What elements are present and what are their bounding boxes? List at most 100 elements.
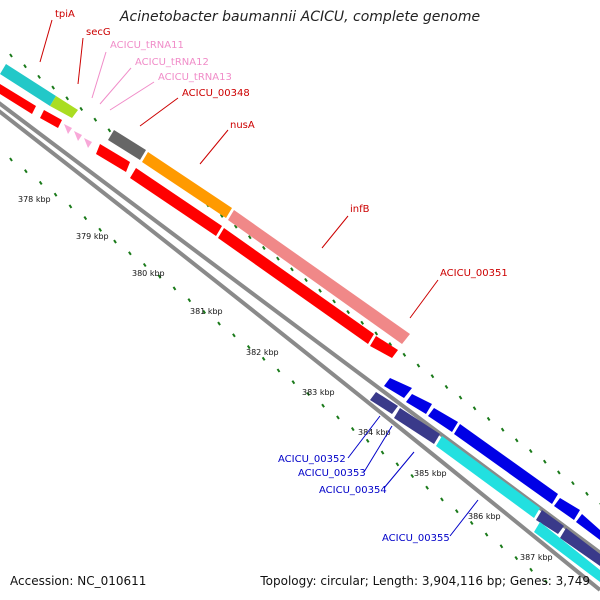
outer-tick xyxy=(51,85,55,90)
nusa-feature xyxy=(142,152,232,218)
inner-tick xyxy=(172,286,177,291)
outer-tick xyxy=(388,342,393,347)
trna-feature xyxy=(64,124,72,134)
inner-tick xyxy=(232,333,236,338)
inner-tick xyxy=(321,403,325,408)
inner-tick xyxy=(484,532,489,537)
inner-tick xyxy=(246,345,251,350)
gene-leader-line xyxy=(199,129,229,165)
inner-tick xyxy=(83,216,88,221)
inner-tick xyxy=(113,239,117,244)
cds-feature xyxy=(576,514,600,540)
acicu-00352-feature xyxy=(370,392,398,414)
inner-tick xyxy=(142,262,147,268)
outer-tick xyxy=(486,416,491,422)
outer-tick xyxy=(472,406,477,411)
inner-tick xyxy=(410,473,415,479)
outer-tick xyxy=(65,96,70,101)
inner-tick xyxy=(38,180,43,185)
inner-tick xyxy=(455,509,459,514)
gene-leader-line xyxy=(99,67,132,105)
gene-label: ACICU_tRNA12 xyxy=(135,57,209,68)
acicu-00354-feature xyxy=(436,436,540,518)
outer-tick xyxy=(346,310,350,315)
scale-label: 387 kbp xyxy=(520,553,553,562)
gene-label: infB xyxy=(350,204,370,215)
outer-tick xyxy=(374,331,379,336)
inner-tick xyxy=(380,450,385,455)
inner-tick xyxy=(529,567,533,572)
outer-tick xyxy=(304,277,308,283)
outer-tick xyxy=(37,74,41,79)
genome-summary: Topology: circular; Length: 3,904,116 bp… xyxy=(260,574,590,588)
cds-feature xyxy=(96,144,130,172)
inner-tick xyxy=(336,415,340,420)
inner-tick xyxy=(98,227,102,232)
inner-tick xyxy=(306,391,311,396)
outer-tick xyxy=(9,53,13,58)
outer-tick xyxy=(458,395,463,400)
label-group: tpiAsecGACICU_tRNA11ACICU_tRNA12ACICU_tR… xyxy=(39,9,508,544)
inner-tick xyxy=(128,251,132,256)
map-title: Acinetobacter baumannii ACICU, complete … xyxy=(119,9,481,25)
inner-tick xyxy=(544,579,548,584)
inner-tick xyxy=(202,309,207,314)
cds-feature xyxy=(554,498,580,520)
scale-label: 385 kbp xyxy=(414,469,447,478)
outer-tick xyxy=(528,448,533,454)
inner-tick xyxy=(440,497,444,502)
inner-tick xyxy=(24,169,28,174)
inner-tick xyxy=(68,204,73,209)
inner-tick xyxy=(425,485,429,490)
acicu-00355-feature xyxy=(560,528,600,566)
outer-tick xyxy=(93,117,98,122)
cds-feature xyxy=(428,408,458,432)
gene-leader-line xyxy=(109,81,155,111)
trna-feature xyxy=(84,138,92,148)
tick-group xyxy=(9,53,600,584)
gene-label: ACICU_00353 xyxy=(298,468,366,479)
outer-tick xyxy=(360,320,365,325)
gene-label: ACICU_tRNA11 xyxy=(110,40,184,51)
outer-tick xyxy=(585,491,589,496)
trna-feature xyxy=(74,131,82,141)
acicu-00355-feature xyxy=(534,522,600,582)
gene-label: nusA xyxy=(230,120,255,131)
scale-label: 378 kbp xyxy=(18,195,51,204)
accession-text: Accession: NC_010611 xyxy=(10,574,147,588)
outer-tick xyxy=(79,106,84,112)
gene-leader-line xyxy=(383,451,415,489)
inner-tick xyxy=(499,544,504,549)
outer-tick xyxy=(557,470,561,475)
scale-label: 379 kbp xyxy=(76,232,109,241)
gene-label: ACICU_00348 xyxy=(182,88,250,99)
outer-tick xyxy=(444,384,449,389)
gene-leader-line xyxy=(449,499,479,537)
outer-tick xyxy=(233,224,238,229)
acicu-00348-feature xyxy=(108,130,146,160)
inner-tick xyxy=(365,438,370,443)
backbone-line xyxy=(0,109,600,592)
scale-label: 383 kbp xyxy=(302,388,335,397)
outer-tick xyxy=(247,235,252,240)
outer-tick xyxy=(402,352,407,357)
scale-label: 381 kbp xyxy=(190,307,223,316)
inner-tick xyxy=(9,157,13,162)
outer-tick xyxy=(571,481,575,486)
cds-feature xyxy=(370,336,398,358)
backbone-group xyxy=(0,101,600,592)
outer-tick xyxy=(500,427,505,432)
inner-tick xyxy=(261,356,266,361)
gene-label: ACICU_00351 xyxy=(440,268,508,279)
outer-tick xyxy=(219,213,224,218)
gene-label: ACICU_00354 xyxy=(319,485,387,496)
gene-leader-line xyxy=(347,415,381,459)
gene-label: ACICU_00355 xyxy=(382,533,450,544)
outer-tick xyxy=(542,459,547,464)
inner-tick xyxy=(187,298,192,303)
outer-tick xyxy=(262,245,266,250)
outer-tick xyxy=(23,64,27,69)
cds-feature xyxy=(406,394,432,414)
